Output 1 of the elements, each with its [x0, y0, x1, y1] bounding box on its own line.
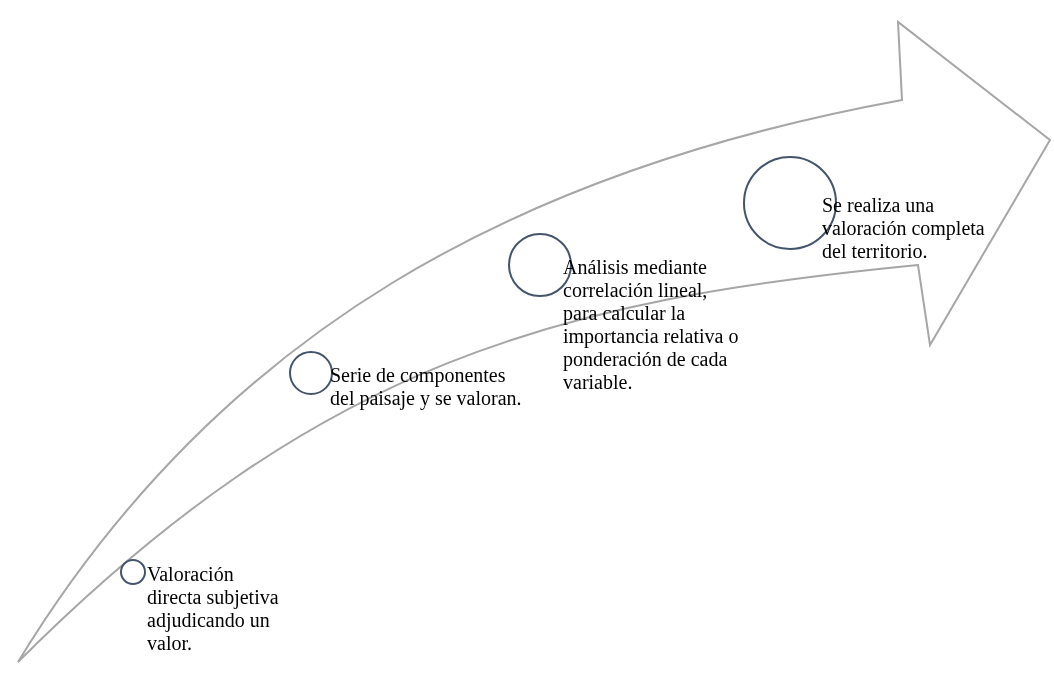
step-text: Valoración directa subjetiva adjudicando un valor. — [147, 563, 280, 655]
